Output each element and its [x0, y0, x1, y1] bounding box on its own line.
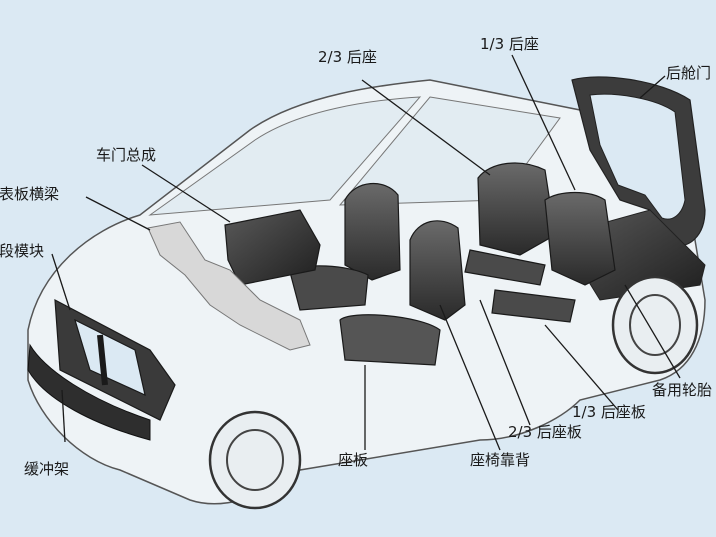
- label-seat-back: 座椅靠背: [470, 451, 531, 469]
- dash-beam-part: [147, 221, 311, 351]
- label-rear-seat-pan-23: 2/3 后座板: [508, 423, 582, 441]
- label-rear-seat-13: 1/3 后座: [480, 35, 539, 53]
- label-front-module: 前段模块: [0, 242, 45, 260]
- front-seat-backs: [344, 182, 401, 281]
- front-module-part: [54, 298, 176, 421]
- rear-seat-backs: [477, 162, 616, 286]
- label-bumper: 缓冲架: [24, 460, 70, 478]
- wheels: [208, 275, 699, 510]
- bumper-part: [27, 343, 151, 441]
- leader-lines: [51, 54, 681, 451]
- rear-seat-pans: [464, 249, 576, 323]
- tailgate-part: [571, 76, 706, 247]
- label-seat-pan: 座板: [338, 451, 369, 469]
- label-door-assembly: 车门总成: [96, 146, 157, 164]
- label-tailgate: 后舱门: [666, 64, 712, 82]
- seat-pans: [289, 265, 441, 366]
- door-assembly-part: [224, 209, 321, 286]
- label-rear-seat-pan-13: 1/3 后座板: [572, 403, 646, 421]
- label-spare-tire: 备用轮胎: [652, 381, 713, 399]
- seat-back-part: [409, 220, 466, 321]
- label-dash-beam: 仪表板横梁: [0, 185, 60, 203]
- label-rear-seat-23: 2/3 后座: [318, 48, 377, 66]
